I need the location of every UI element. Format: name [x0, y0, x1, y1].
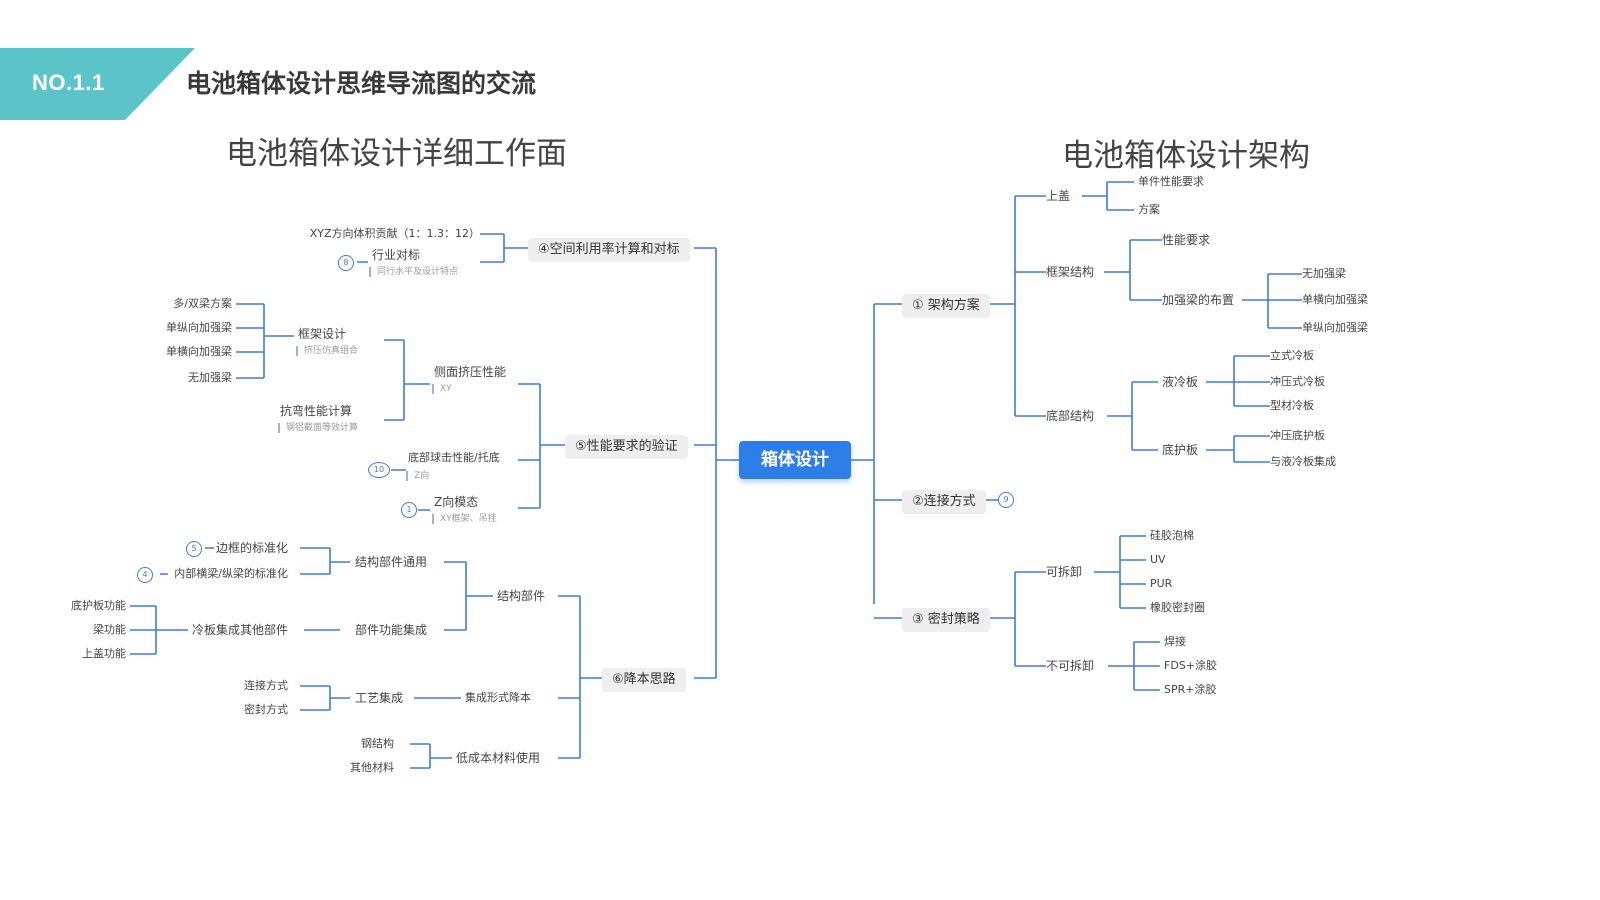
- node-perf-modal-note: XY框架、吊挂: [432, 514, 497, 524]
- node-cost-process-mid[interactable]: 工艺集成: [355, 691, 404, 705]
- count-badge[interactable]: 8: [338, 255, 354, 271]
- node-guard-item[interactable]: 冲压底护板: [1270, 429, 1325, 442]
- node-liquid-item[interactable]: 立式冷板: [1270, 349, 1314, 362]
- node-func-item[interactable]: 底护板功能: [71, 599, 126, 612]
- node-perf-ball-note: Z向: [406, 471, 429, 481]
- node-seal-item[interactable]: 橡胶密封圈: [1150, 601, 1205, 614]
- node-space-bench-note: 同行水平及设计特点: [369, 267, 458, 277]
- node-cost-struct[interactable]: 结构部件: [497, 589, 546, 603]
- node-rib-item[interactable]: 无加强梁: [1302, 267, 1346, 280]
- node-space-bench[interactable]: 行业对标: [372, 248, 421, 262]
- node-material-item[interactable]: 其他材料: [350, 761, 394, 774]
- node-space-xyz[interactable]: XYZ方向体积贡献（1：1.3：12）: [309, 227, 480, 240]
- node-seal-fixed[interactable]: 不可拆卸: [1046, 659, 1095, 673]
- node-frame-item[interactable]: 多/双梁方案: [173, 297, 232, 310]
- left-section-title: 电池箱体设计详细工作面: [226, 136, 567, 172]
- node-liquid-item[interactable]: 冲压式冷板: [1270, 375, 1325, 388]
- right-section-title: 电池箱体设计架构: [1062, 138, 1310, 174]
- node-space[interactable]: ④空间利用率计算和对标: [528, 238, 690, 262]
- node-perf[interactable]: ⑤性能要求的验证: [565, 435, 688, 459]
- node-frame-item[interactable]: 单横向加强梁: [166, 345, 232, 358]
- node-cost-func[interactable]: 部件功能集成: [355, 623, 428, 637]
- node-seal-item[interactable]: UV: [1150, 553, 1166, 566]
- node-func-item[interactable]: 上盖功能: [82, 647, 126, 660]
- node-perf-ball[interactable]: 底部球击性能/托底: [408, 451, 500, 464]
- count-badge[interactable]: 9: [998, 492, 1014, 508]
- node-arch-top[interactable]: 上盖: [1046, 189, 1071, 203]
- node-arch-frame-perf[interactable]: 性能要求: [1162, 233, 1211, 247]
- node-perf-frame-note: 挤压仿真组合: [296, 346, 358, 356]
- count-badge[interactable]: 5: [186, 541, 202, 557]
- node-perf-modal[interactable]: Z向模态: [434, 495, 479, 509]
- node-frame-item[interactable]: 单纵向加强梁: [166, 321, 232, 334]
- node-guard-item[interactable]: 与液冷板集成: [1270, 455, 1336, 468]
- node-seal[interactable]: ③ 密封策略: [902, 608, 990, 632]
- node-arch-frame-rib[interactable]: 加强梁的布置: [1162, 293, 1235, 307]
- node-common-item[interactable]: 内部横梁/纵梁的标准化: [174, 567, 288, 580]
- node-perf-side[interactable]: 侧面挤压性能: [434, 365, 507, 379]
- root-node[interactable]: 箱体设计: [739, 441, 851, 479]
- node-cost-func-mid[interactable]: 冷板集成其他部件: [192, 623, 289, 637]
- node-seal-item[interactable]: SPR+涂胶: [1164, 683, 1217, 696]
- node-material-item[interactable]: 钢结构: [361, 737, 394, 750]
- node-arch-bottom[interactable]: 底部结构: [1046, 409, 1095, 423]
- count-badge[interactable]: 1: [401, 502, 417, 518]
- node-connection[interactable]: ②连接方式: [902, 490, 986, 514]
- section-badge: [0, 48, 195, 120]
- node-cost-common[interactable]: 结构部件通用: [355, 555, 428, 569]
- node-cost-material[interactable]: 低成本材料使用: [456, 751, 541, 765]
- node-liquid-plate[interactable]: 液冷板: [1162, 375, 1199, 389]
- node-perf-bend[interactable]: 抗弯性能计算: [280, 404, 353, 418]
- node-common-item[interactable]: 边框的标准化: [215, 541, 288, 555]
- node-liquid-item[interactable]: 型材冷板: [1270, 399, 1314, 412]
- node-arch-frame[interactable]: 框架结构: [1046, 265, 1095, 279]
- node-process-item[interactable]: 连接方式: [244, 679, 288, 692]
- node-perf-bend-note: 钢铝截面等效计算: [278, 423, 358, 433]
- node-guard-plate[interactable]: 底护板: [1162, 443, 1199, 457]
- node-process-item[interactable]: 密封方式: [244, 703, 288, 716]
- node-seal-item[interactable]: 焊接: [1164, 635, 1186, 648]
- node-arch-top-item[interactable]: 单件性能要求: [1138, 175, 1204, 188]
- count-badge[interactable]: 4: [137, 567, 153, 583]
- node-seal-item[interactable]: FDS+涂胶: [1164, 659, 1217, 672]
- node-arch[interactable]: ① 架构方案: [902, 294, 990, 318]
- node-seal-item[interactable]: PUR: [1150, 577, 1173, 590]
- node-rib-item[interactable]: 单横向加强梁: [1302, 293, 1368, 306]
- node-seal-item[interactable]: 硅胶泡棉: [1150, 529, 1194, 542]
- node-perf-side-note: XY: [432, 384, 452, 394]
- node-arch-top-item[interactable]: 方案: [1138, 203, 1160, 216]
- node-rib-item[interactable]: 单纵向加强梁: [1302, 321, 1368, 334]
- node-cost-process[interactable]: 集成形式降本: [465, 691, 531, 704]
- node-cost[interactable]: ⑥降本思路: [602, 668, 686, 692]
- node-seal-removable[interactable]: 可拆卸: [1046, 565, 1083, 579]
- node-perf-frame[interactable]: 框架设计: [298, 327, 347, 341]
- node-frame-item[interactable]: 无加强梁: [188, 371, 232, 384]
- count-badge[interactable]: 10: [368, 462, 390, 478]
- page-title: 电池箱体设计思维导流图的交流: [186, 69, 537, 98]
- badge-label: NO.1.1: [32, 70, 105, 95]
- node-func-item[interactable]: 梁功能: [93, 623, 126, 636]
